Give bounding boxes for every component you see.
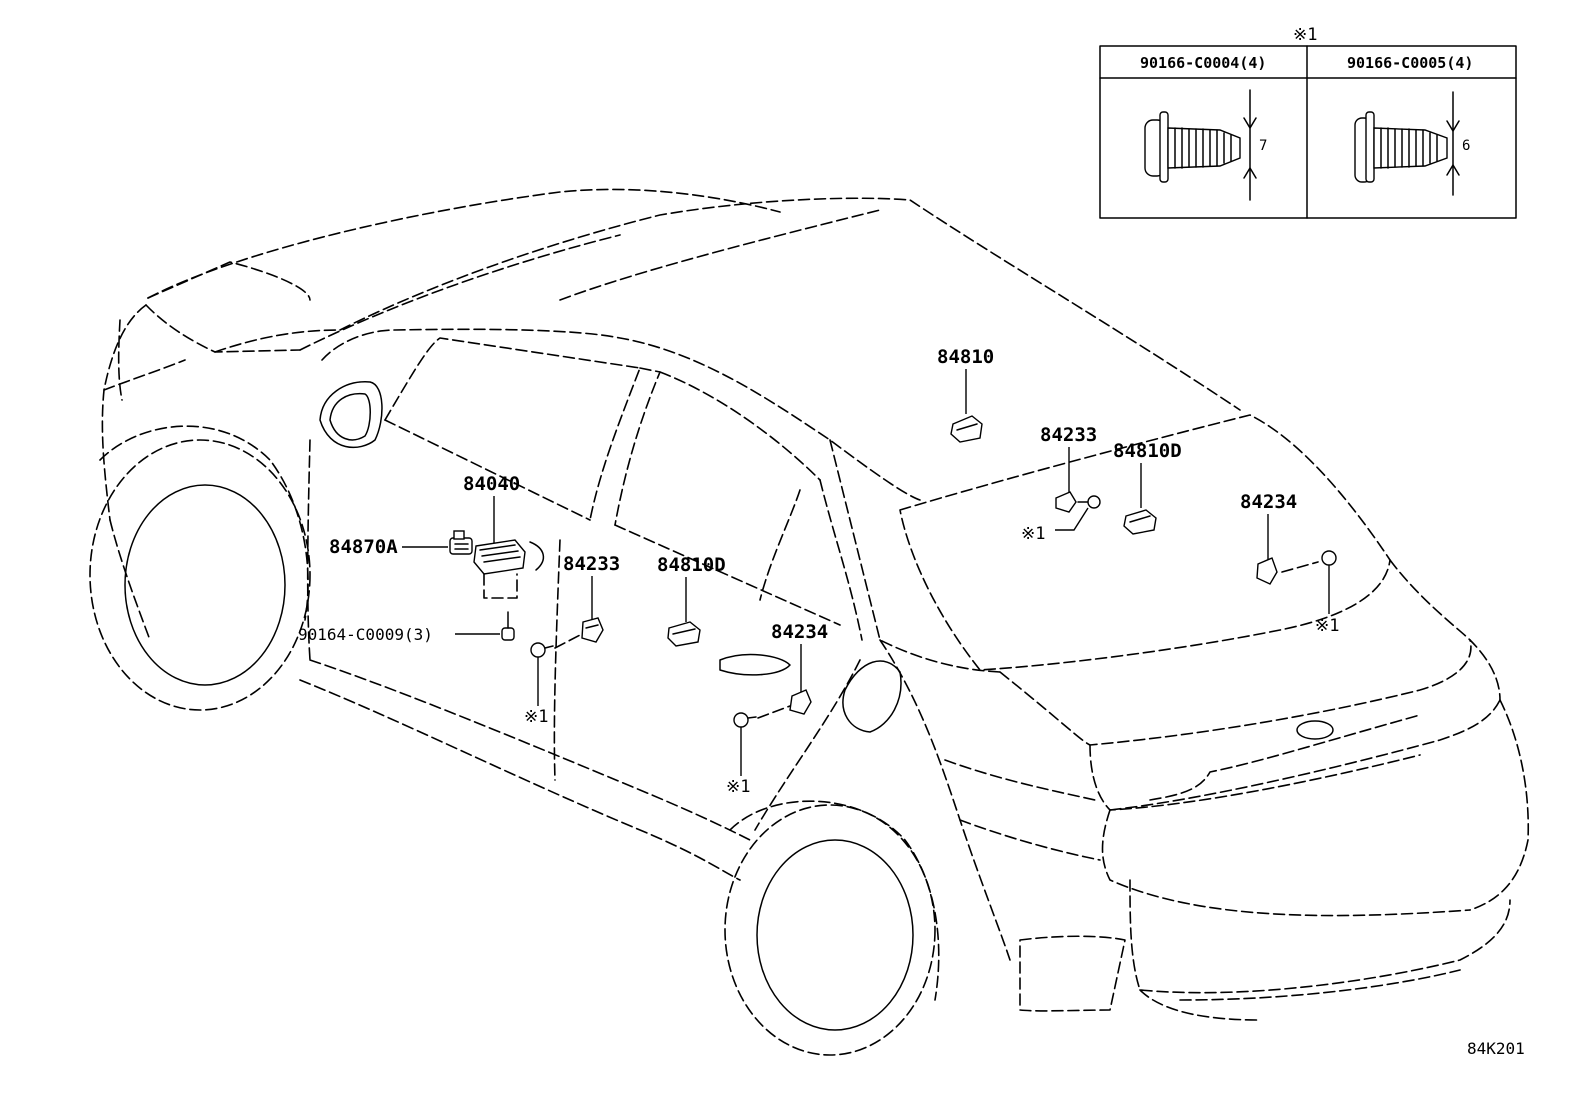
label-84040: 84040 [463,473,520,495]
table-col2-part-number: 90166-C0005(4) [1347,54,1473,72]
label-84233-rear: 84233 [1040,424,1097,446]
label-90164-C0009: 90164-C0009(3) [298,625,433,644]
master-switch-part [473,539,545,599]
screw-90164-part [501,611,515,641]
rear-window-switch-part [1055,491,1101,513]
screw-90166-C0005-illustration: 6 [1354,91,1470,196]
vehicle-body-outline [89,188,1530,1056]
label-84810: 84810 [937,346,994,368]
callout-84234-rear: 84234 ※1 [1240,491,1339,636]
switch-84234-rear-part [1256,557,1278,585]
callout-84810D-front: 84810D [657,554,726,647]
screw-2-dimension: 6 [1462,138,1470,154]
switch-84810D-rear-part [1123,509,1157,535]
label-84810D-front: 84810D [657,554,726,576]
label-84234-front: 84234 [771,621,828,643]
diagram-code: 84K201 [1467,1039,1525,1058]
callout-84870A: 84870A [329,530,473,558]
table-border [1099,45,1517,219]
callout-84233-rear: 84233 ※1 [1021,424,1101,544]
label-84870A: 84870A [329,536,398,558]
callout-84810D-rear: 84810D [1113,440,1182,535]
ref-mark-rear-door-screw: ※1 [726,777,750,797]
ref-mark-front-door-screw: ※1 [524,707,548,727]
callout-84040: 84040 [463,473,545,599]
screw-1-dimension: 7 [1259,138,1267,154]
switch-84810-part [950,415,983,443]
front-door-switch-part [667,621,701,647]
label-84234-rear: 84234 [1240,491,1297,513]
screw-90166-C0004-illustration: 7 [1144,89,1267,201]
ref-mark-rear-switch-screw-right: ※1 [1315,616,1339,636]
label-84810D-rear: 84810D [1113,440,1182,462]
label-84233-front: 84233 [563,553,620,575]
callout-84810: 84810 [937,346,994,443]
callout-84234-front: 84234 ※1 [726,621,828,797]
table-col1-part-number: 90166-C0004(4) [1140,54,1266,72]
front-window-switch-part [581,617,604,643]
switch-connector-part [449,530,473,555]
front-door-screw-part [530,642,554,658]
rear-door-screw-part [733,712,757,728]
table-reference-mark: ※1 [1293,25,1317,45]
callout-84233-front: 84233 ※1 [524,553,620,727]
rear-wheel [724,800,940,1056]
front-wheel [89,425,311,711]
fastener-table: ※1 90166-C0004(4) 90166-C0005(4) 7 6 [1099,25,1517,219]
rear-door-window-switch-part [789,689,812,715]
rear-switch-screw-part [1321,550,1337,566]
callout-90164-C0009: 90164-C0009(3) [298,611,515,644]
ref-mark-rear-switch-screw-left: ※1 [1021,524,1045,544]
